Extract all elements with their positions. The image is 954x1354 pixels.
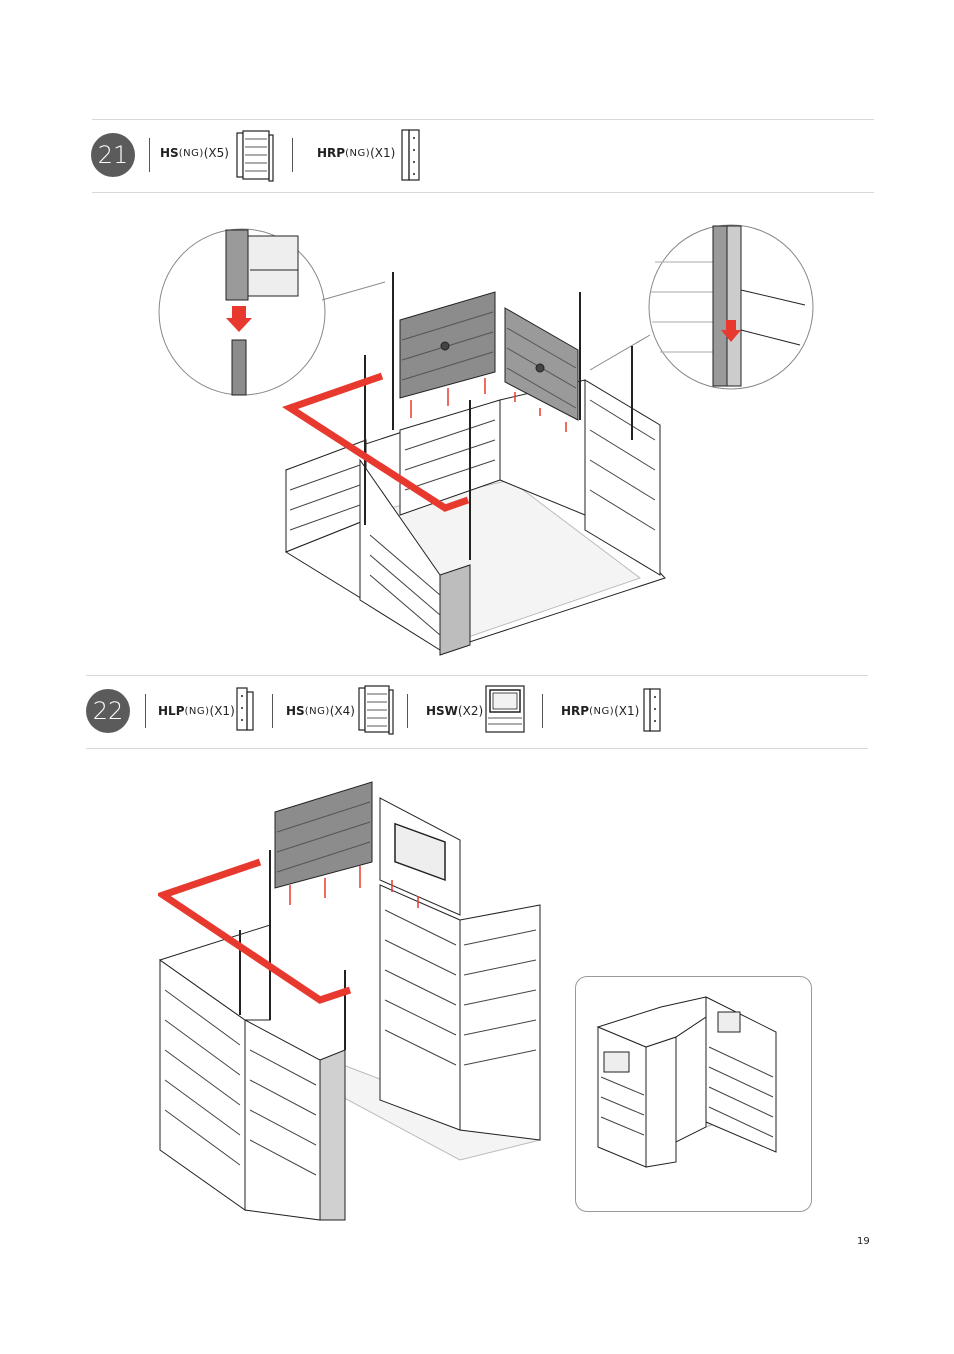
part-qty: (X1) bbox=[614, 704, 640, 718]
divider bbox=[292, 138, 293, 172]
descending-panels bbox=[399, 291, 579, 421]
left-detail-magnifier bbox=[158, 228, 386, 396]
page-number: 19 bbox=[857, 1236, 870, 1247]
part-ng: (NG) bbox=[589, 705, 615, 717]
part-code: HRP bbox=[317, 146, 346, 160]
step-22-badge: 22 bbox=[86, 689, 130, 733]
divider bbox=[149, 138, 150, 172]
right-post-profile-icon bbox=[643, 688, 661, 732]
part-code: HSW bbox=[426, 704, 458, 718]
right-detail-magnifier bbox=[589, 224, 814, 390]
window-panel-icon bbox=[485, 685, 525, 733]
part-code: HLP bbox=[158, 704, 185, 718]
part-qty: (X2) bbox=[457, 704, 484, 718]
step-21-parts-bar bbox=[92, 119, 874, 193]
part-qty: (X5) bbox=[203, 146, 229, 160]
part-ng: (NG) bbox=[304, 705, 330, 717]
step-21-assembly-illustration bbox=[158, 224, 814, 656]
part-hrp: HRP (NG) (X1) bbox=[317, 146, 395, 160]
finished-shed-preview bbox=[575, 976, 812, 1212]
part-code: HS bbox=[160, 146, 179, 160]
part-hlp: HLP (NG) (X1) bbox=[158, 704, 235, 718]
part-qty: (X1) bbox=[370, 146, 396, 160]
shed-structure bbox=[158, 850, 542, 1221]
divider bbox=[407, 694, 408, 728]
horizontal-slat-panel-icon bbox=[236, 130, 274, 182]
step-21-badge: 21 bbox=[91, 133, 135, 177]
divider bbox=[145, 694, 146, 728]
step-22-parts-bar bbox=[86, 675, 868, 749]
horizontal-slat-panel-icon bbox=[358, 685, 394, 735]
part-ng: (NG) bbox=[345, 147, 371, 159]
part-hrp: HRP (NG) (X1) bbox=[561, 704, 639, 718]
left-post-profile-icon bbox=[236, 687, 254, 731]
descending-panels bbox=[274, 781, 461, 916]
part-qty: (X1) bbox=[209, 704, 235, 718]
part-ng: (NG) bbox=[184, 705, 210, 717]
step-22-assembly-illustration bbox=[158, 781, 542, 1221]
part-ng: (NG) bbox=[178, 147, 204, 159]
divider bbox=[272, 694, 273, 728]
part-hsw: HSW (X2) bbox=[426, 704, 483, 718]
divider bbox=[542, 694, 543, 728]
right-post-profile-icon bbox=[401, 129, 420, 181]
part-hs: HS (NG) (X4) bbox=[286, 704, 355, 718]
part-code: HRP bbox=[561, 704, 590, 718]
part-hs: HS (NG) (X5) bbox=[160, 146, 229, 160]
part-qty: (X4) bbox=[329, 704, 355, 718]
part-code: HS bbox=[286, 704, 305, 718]
red-guide-arrows bbox=[282, 372, 567, 512]
red-guide-arrows bbox=[158, 858, 419, 1004]
completed-shed-illustration bbox=[596, 996, 778, 1168]
